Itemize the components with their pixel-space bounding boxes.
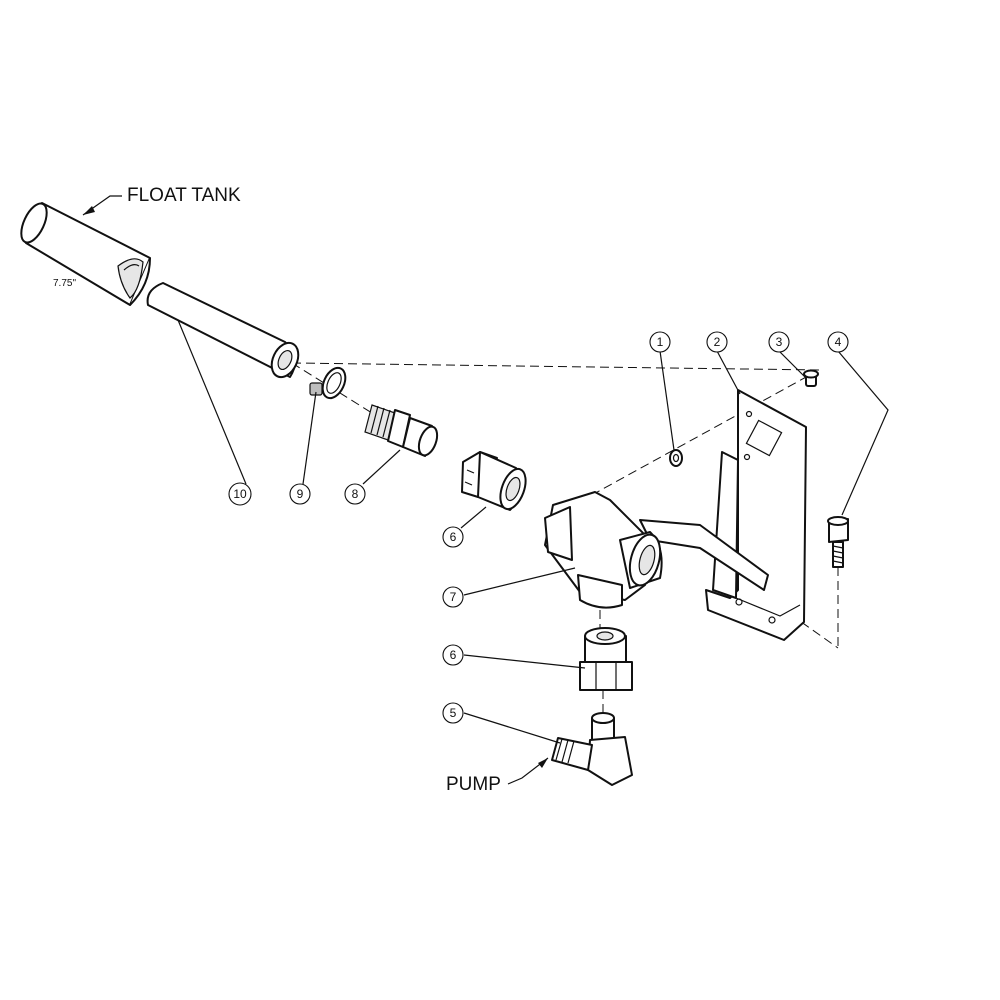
part-5-elbow (551, 712, 633, 786)
dimension-label: 7.75" (53, 278, 76, 289)
callout-4: 4 (827, 331, 849, 353)
callout-9: 9 (289, 483, 311, 505)
part-4-hex-bolt (827, 516, 849, 568)
callout-5: 5 (442, 702, 464, 724)
callout-3-number: 3 (776, 335, 783, 349)
pump-label: PUMP (446, 774, 501, 795)
callout-3: 3 (768, 331, 790, 353)
callout-5-number: 5 (450, 706, 457, 720)
callout-2: 2 (706, 331, 728, 353)
float-tank-label: FLOAT TANK (127, 185, 241, 206)
callout-leaders (177, 319, 889, 744)
callout-2-number: 2 (714, 335, 721, 349)
callout-8: 8 (344, 483, 366, 505)
float-tank-label-leader (82, 195, 122, 216)
part-6-upper-nut (461, 451, 527, 511)
callout-6-upper-number: 6 (450, 530, 457, 544)
callout-4-number: 4 (835, 335, 842, 349)
callout-10: 10 (228, 482, 252, 506)
part-8-barb-fitting (364, 404, 439, 457)
part-10-hose (146, 282, 300, 379)
callout-6-upper: 6 (442, 526, 464, 548)
part-9-hose-clamp (309, 366, 347, 400)
part-6-lower-nut (579, 627, 633, 691)
pump-label-leader (507, 757, 549, 785)
callout-8-number: 8 (352, 487, 359, 501)
callout-10-number: 10 (233, 487, 247, 501)
callout-7-number: 7 (450, 590, 457, 604)
part-2-bracket (705, 389, 807, 641)
part-3-screw (803, 369, 819, 387)
callout-7: 7 (442, 586, 464, 608)
callout-6-lower-number: 6 (450, 648, 457, 662)
part-1-washer (669, 449, 683, 467)
callout-6-lower: 6 (442, 644, 464, 666)
callout-9-number: 9 (297, 487, 304, 501)
float-tank-tube (20, 202, 151, 306)
callout-1-number: 1 (657, 335, 664, 349)
part-7-ball-valve (544, 491, 769, 609)
callout-1: 1 (649, 331, 671, 353)
